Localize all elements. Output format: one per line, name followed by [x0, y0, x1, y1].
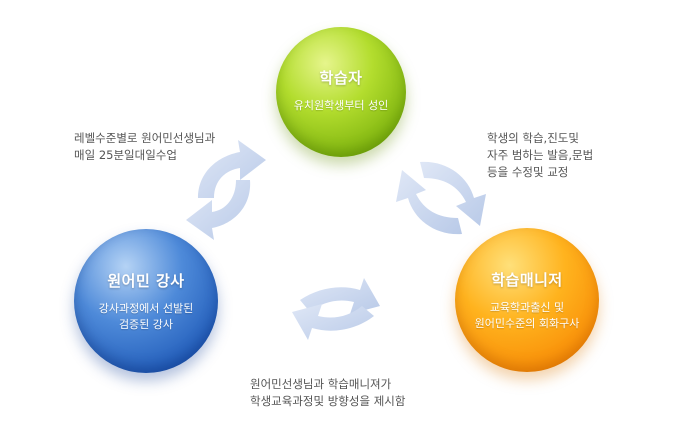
caption-line: 학생의 학습,진도및	[487, 131, 579, 145]
teacher-node: 원어민 강사 강사과정에서 선발된 검증된 강사	[74, 229, 218, 373]
teacher-title: 원어민 강사	[107, 271, 185, 290]
caption-teacher-manager: 원어민선생님과 학습매니져가 학생교육과정및 방향성을 제시함	[250, 376, 405, 410]
caption-line: 매일 25분일대일수업	[74, 148, 177, 162]
manager-subtitle-line: 원어민수준의 회화구사	[474, 316, 580, 330]
caption-line: 원어민선생님과 학습매니져가	[250, 377, 392, 391]
caption-teacher-learner: 레벨수준별로 원어민선생님과 매일 25분일대일수업	[74, 130, 215, 164]
caption-line: 등을 수정및 교정	[487, 165, 569, 179]
cycle-arrows-icon	[292, 278, 380, 340]
cycle-arrows-icon	[186, 140, 266, 240]
learner-node: 학습자 유치원학생부터 성인	[276, 27, 406, 157]
teacher-subtitle-line: 검증된 강사	[118, 317, 174, 331]
manager-title: 학습매니저	[491, 270, 563, 289]
learner-title: 학습자	[319, 68, 363, 87]
manager-subtitle-line: 교육학과출신 및	[489, 300, 565, 314]
teacher-subtitle: 강사과정에서 선발된 검증된 강사	[99, 301, 194, 333]
manager-subtitle: 교육학과출신 및 원어민수준의 회화구사	[475, 300, 580, 332]
teacher-subtitle-line: 강사과정에서 선발된	[98, 301, 194, 315]
manager-node: 학습매니저 교육학과출신 및 원어민수준의 회화구사	[455, 228, 599, 372]
caption-line: 자주 범하는 발음,문법	[487, 148, 594, 162]
caption-learner-manager: 학생의 학습,진도및 자주 범하는 발음,문법 등을 수정및 교정	[487, 130, 593, 181]
caption-line: 학생교육과정및 방향성을 제시함	[250, 394, 406, 408]
learner-subtitle: 유치원학생부터 성인	[293, 98, 389, 112]
caption-line: 레벨수준별로 원어민선생님과	[74, 131, 216, 145]
cycle-arrows-icon	[396, 161, 486, 235]
